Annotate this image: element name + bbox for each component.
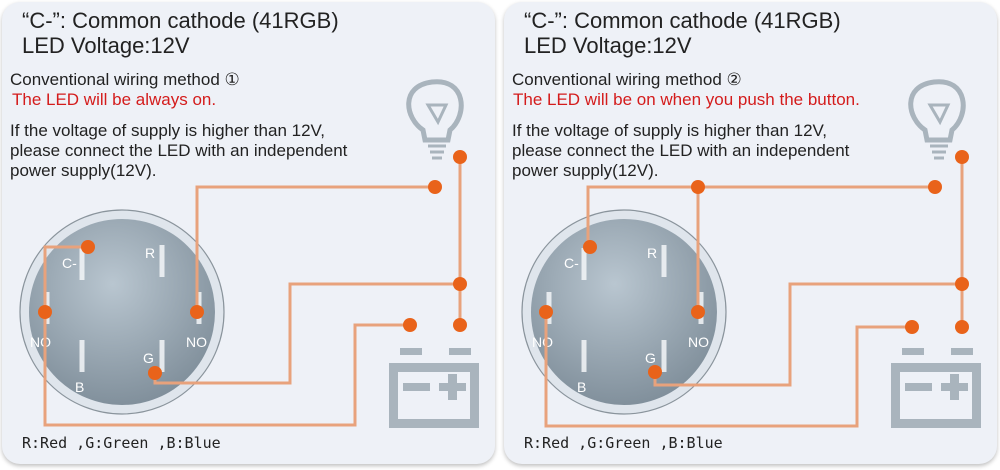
panel1-note: The LED will be always on. bbox=[12, 90, 217, 109]
minus-sign bbox=[403, 383, 430, 391]
pin-label: NO bbox=[688, 334, 709, 350]
switch-pin bbox=[79, 248, 85, 280]
panel1-title: “C-”: Common cathode (41RGB) bbox=[22, 8, 339, 33]
connection-dot bbox=[453, 150, 467, 164]
switch-face bbox=[29, 219, 215, 405]
connection-dot bbox=[691, 180, 705, 194]
bulb-glass bbox=[908, 79, 966, 143]
switch-pin bbox=[159, 245, 165, 277]
wire bbox=[195, 185, 435, 312]
panel2-graphics: C- R NO NO G B bbox=[521, 79, 981, 428]
panel2-legend: R:Red ,G:Green ,B:Blue bbox=[524, 434, 723, 452]
connection-dot bbox=[955, 277, 969, 291]
connection-dot bbox=[955, 320, 969, 334]
connection-dot bbox=[403, 318, 417, 332]
connection-dot bbox=[583, 240, 597, 254]
connection-dot bbox=[148, 366, 162, 380]
switch-pin bbox=[661, 340, 667, 372]
pin-label: G bbox=[143, 350, 154, 366]
wire bbox=[653, 282, 962, 387]
pin-label: NO bbox=[30, 334, 51, 350]
panel1-warning-3: power supply(12V). bbox=[10, 161, 157, 180]
wire bbox=[544, 312, 912, 428]
battery-body bbox=[891, 363, 981, 428]
panel2-warning-1: If the voltage of supply is higher than … bbox=[512, 121, 828, 140]
connection-dot bbox=[955, 150, 969, 164]
switch-pin bbox=[159, 340, 165, 372]
switch-pin bbox=[79, 340, 85, 372]
connection-dot bbox=[928, 180, 942, 194]
bulb-filament bbox=[425, 103, 449, 126]
pin-label: B bbox=[577, 379, 586, 395]
plus-sign-v bbox=[950, 374, 959, 400]
wire bbox=[43, 245, 410, 427]
pin-label: NO bbox=[186, 334, 207, 350]
plus-sign-v bbox=[448, 374, 457, 400]
panel1-method: Conventional wiring method ① bbox=[10, 70, 240, 89]
connection-dot bbox=[905, 320, 919, 334]
panel2-method: Conventional wiring method ② bbox=[512, 70, 742, 89]
minus-sign bbox=[905, 383, 932, 391]
switch-pin bbox=[661, 245, 667, 277]
connection-dot bbox=[81, 240, 95, 254]
battery-icon bbox=[389, 348, 479, 428]
pin-label: C- bbox=[62, 255, 77, 271]
bulb-filament bbox=[927, 103, 951, 126]
battery-terminal bbox=[400, 348, 422, 355]
pin-label: R bbox=[145, 245, 155, 261]
panel1-warning-2: please connect the LED with an independe… bbox=[10, 141, 348, 160]
battery-terminal bbox=[951, 348, 973, 355]
panel1-voltage: LED Voltage:12V bbox=[22, 33, 190, 58]
connection-dot bbox=[453, 318, 467, 332]
battery-body bbox=[389, 363, 479, 428]
connection-dot bbox=[453, 277, 467, 291]
pin-label: G bbox=[645, 350, 656, 366]
connection-dot bbox=[648, 365, 662, 379]
panel1-warning-1: If the voltage of supply is higher than … bbox=[10, 121, 326, 140]
connection-dot bbox=[691, 305, 705, 319]
bulb-glass bbox=[406, 79, 464, 143]
battery-terminal bbox=[902, 348, 924, 355]
connection-dot bbox=[38, 305, 52, 319]
pin-label: C- bbox=[564, 255, 579, 271]
switch-pin bbox=[581, 248, 587, 280]
connection-dot bbox=[539, 305, 553, 319]
panel2-voltage: LED Voltage:12V bbox=[524, 33, 692, 58]
pin-label: B bbox=[75, 379, 84, 395]
panel1-graphics: C- R NO NO G B bbox=[19, 79, 479, 428]
pin-label: R bbox=[647, 245, 657, 261]
panel2-warning-2: please connect the LED with an independe… bbox=[512, 141, 850, 160]
lightbulb-icon bbox=[406, 79, 464, 160]
pin-label: NO bbox=[532, 334, 553, 350]
lightbulb-icon bbox=[908, 79, 966, 160]
connection-dot bbox=[428, 180, 442, 194]
connection-dot bbox=[190, 305, 204, 319]
panel2-note: The LED will be on when you push the but… bbox=[513, 90, 860, 109]
battery-icon bbox=[891, 348, 981, 428]
switch-face bbox=[531, 219, 717, 405]
switch-pin bbox=[581, 340, 587, 372]
panel2-warning-3: power supply(12V). bbox=[512, 161, 659, 180]
battery-terminal bbox=[449, 348, 471, 355]
panel2-title: “C-”: Common cathode (41RGB) bbox=[524, 8, 841, 33]
panel1-legend: R:Red ,G:Green ,B:Blue bbox=[22, 434, 221, 452]
